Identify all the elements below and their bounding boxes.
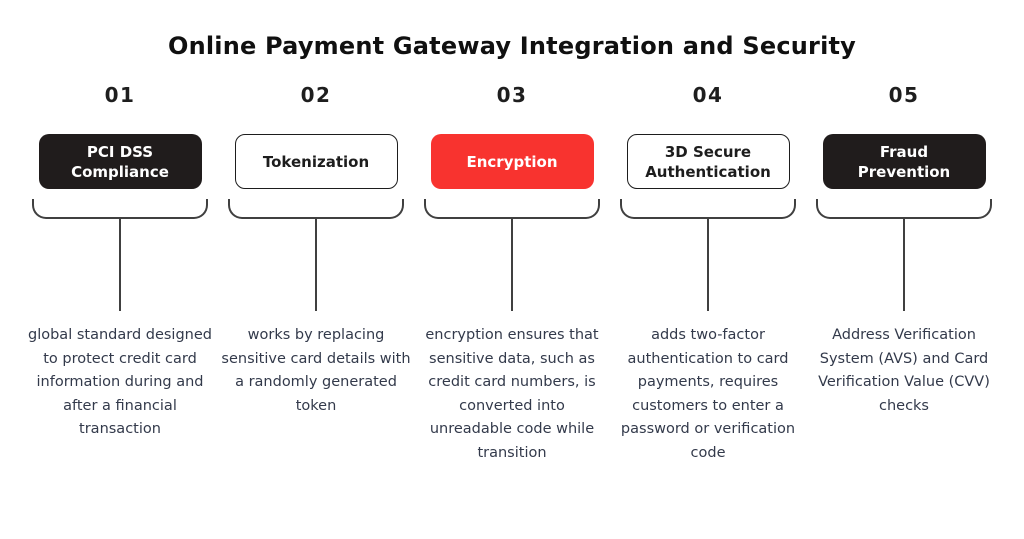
step-label-line: Tokenization bbox=[262, 152, 370, 171]
connector-line bbox=[707, 219, 709, 311]
step-description: global standard designed to protect cred… bbox=[28, 327, 212, 437]
diagram-title: Online Payment Gateway Integration and S… bbox=[167, 32, 857, 60]
step-label-line: Compliance bbox=[71, 162, 169, 181]
step-number: 03 bbox=[496, 83, 528, 107]
step-number: 02 bbox=[300, 83, 332, 107]
step-column-5: 05 Fraud Prevention Address Verification… bbox=[806, 84, 1002, 465]
bracket-connector bbox=[620, 199, 796, 219]
step-description: works by replacing sensitive card detail… bbox=[221, 327, 411, 414]
bracket-connector bbox=[228, 199, 404, 219]
step-number: 05 bbox=[888, 83, 920, 107]
step-label-box: Encryption bbox=[430, 134, 594, 189]
step-column-1: 01 PCI DSS Compliance global standard de… bbox=[22, 84, 218, 465]
step-number: 01 bbox=[104, 83, 136, 107]
step-description: adds two-factor authentication to card p… bbox=[620, 327, 796, 461]
bracket-connector bbox=[816, 199, 992, 219]
connector-line bbox=[511, 219, 513, 311]
step-label-box: PCI DSS Compliance bbox=[38, 134, 202, 189]
step-label-line: Fraud bbox=[879, 142, 929, 161]
step-column-4: 04 3D Secure Authentication adds two-fac… bbox=[610, 84, 806, 465]
bracket-connector bbox=[424, 199, 600, 219]
step-label-line: Authentication bbox=[645, 162, 771, 181]
step-description: encryption ensures that sensitive data, … bbox=[425, 327, 599, 461]
step-label-box: 3D Secure Authentication bbox=[626, 134, 790, 189]
step-label-line: 3D Secure bbox=[664, 142, 752, 161]
step-column-2: 02 Tokenization works by replacing sensi… bbox=[218, 84, 414, 465]
connector-line bbox=[315, 219, 317, 311]
connector-line bbox=[119, 219, 121, 311]
step-column-3: 03 Encryption encryption ensures that se… bbox=[414, 84, 610, 465]
step-number: 04 bbox=[692, 83, 724, 107]
connector-line bbox=[903, 219, 905, 311]
steps-row: 01 PCI DSS Compliance global standard de… bbox=[20, 84, 1004, 465]
step-label-line: PCI DSS bbox=[86, 142, 154, 161]
bracket-connector bbox=[32, 199, 208, 219]
step-label-box: Tokenization bbox=[234, 134, 398, 189]
step-description: Address Verification System (AVS) and Ca… bbox=[818, 327, 990, 414]
step-label-line: Prevention bbox=[857, 162, 951, 181]
step-label-box: Fraud Prevention bbox=[822, 134, 986, 189]
step-label-line: Encryption bbox=[466, 152, 558, 171]
